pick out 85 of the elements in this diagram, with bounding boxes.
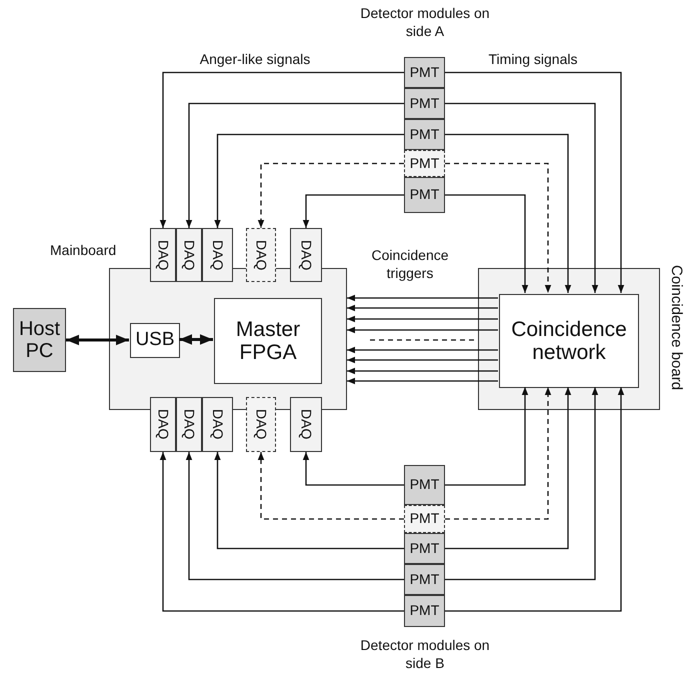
arrow <box>445 72 624 293</box>
daq-box <box>246 397 276 452</box>
pmt-label: PMT <box>410 603 440 619</box>
panel-title: Coincidence board <box>668 265 684 390</box>
arrow <box>445 387 598 580</box>
daq-box <box>150 228 176 282</box>
arrow <box>347 378 498 384</box>
daq-label: DAQ <box>210 240 226 270</box>
daq-label: DAQ <box>210 409 226 440</box>
pmt-box <box>404 150 445 177</box>
usb-box <box>130 323 180 358</box>
pmt-box <box>404 505 445 533</box>
daq-label: DAQ <box>253 409 269 440</box>
arrow <box>347 326 498 334</box>
arrow <box>445 387 552 520</box>
arrow <box>445 102 598 293</box>
daq-box <box>176 397 202 452</box>
arrow <box>186 102 404 228</box>
host-pc-label: Host PC <box>18 318 62 362</box>
double-arrow <box>66 334 129 346</box>
fpga-label: Master FPGA <box>234 318 302 364</box>
pmt-box <box>404 177 445 213</box>
pmt-box <box>404 564 445 595</box>
daq-box <box>150 397 176 452</box>
arrow <box>258 162 404 228</box>
arrow <box>214 134 404 228</box>
pmt-label: PMT <box>410 156 440 172</box>
arrow <box>347 294 498 302</box>
text-label: Detector modules on side B <box>360 637 490 672</box>
text-label: Anger-like signals <box>198 51 312 68</box>
daq-label: DAQ <box>181 240 197 270</box>
arrow <box>347 304 498 312</box>
pmt-box <box>404 88 445 119</box>
pmt-box <box>404 595 445 627</box>
pmt-label: PMT <box>410 511 440 527</box>
daq-label: DAQ <box>298 240 314 270</box>
arrow <box>347 368 498 374</box>
arrow <box>445 162 552 293</box>
host-pc-box <box>13 308 66 372</box>
pmt-box <box>404 465 445 505</box>
pmt-label: PMT <box>410 126 440 142</box>
arrow <box>347 346 498 354</box>
pmt-label: PMT <box>410 477 440 493</box>
fpga-box <box>214 298 322 384</box>
text-label: Coincidence triggers <box>370 247 450 282</box>
arrow <box>160 72 404 228</box>
arrow <box>445 387 624 612</box>
arrow <box>445 194 528 293</box>
pmt-box <box>404 533 445 564</box>
daq-box <box>290 228 322 282</box>
arrow <box>160 452 404 612</box>
daq-box <box>202 397 233 452</box>
pmt-label: PMT <box>410 96 440 112</box>
daq-label: DAQ <box>181 409 197 440</box>
daq-box <box>176 228 202 282</box>
arrow <box>445 134 572 293</box>
network-label: Coincidence network <box>510 318 628 364</box>
daq-label: DAQ <box>155 409 171 440</box>
arrow <box>347 316 498 322</box>
pmt-label: PMT <box>410 187 440 203</box>
arrow <box>302 452 404 486</box>
panel-title: Mainboard <box>50 243 116 258</box>
pmt-label: PMT <box>410 540 440 556</box>
daq-box <box>202 228 233 282</box>
arrow <box>445 387 572 550</box>
pmt-box <box>404 57 445 88</box>
daq-box <box>290 397 322 452</box>
daq-label: DAQ <box>155 240 171 270</box>
pmt-label: PMT <box>410 64 440 80</box>
arrow <box>186 452 404 580</box>
pmt-label: PMT <box>410 572 440 588</box>
pmt-box <box>404 119 445 150</box>
daq-label: DAQ <box>298 409 314 440</box>
arrow <box>214 452 404 550</box>
coincidence-network-box <box>499 294 639 388</box>
usb-label: USB <box>135 330 175 351</box>
arrow <box>258 452 404 520</box>
arrow <box>347 356 498 364</box>
arrow <box>302 194 404 228</box>
daq-box <box>246 228 276 282</box>
text-label: Detector modules on side A <box>360 5 490 40</box>
double-arrow <box>179 334 213 345</box>
daq-label: DAQ <box>253 240 269 270</box>
text-label: Timing signals <box>488 51 578 68</box>
arrow <box>445 387 528 486</box>
